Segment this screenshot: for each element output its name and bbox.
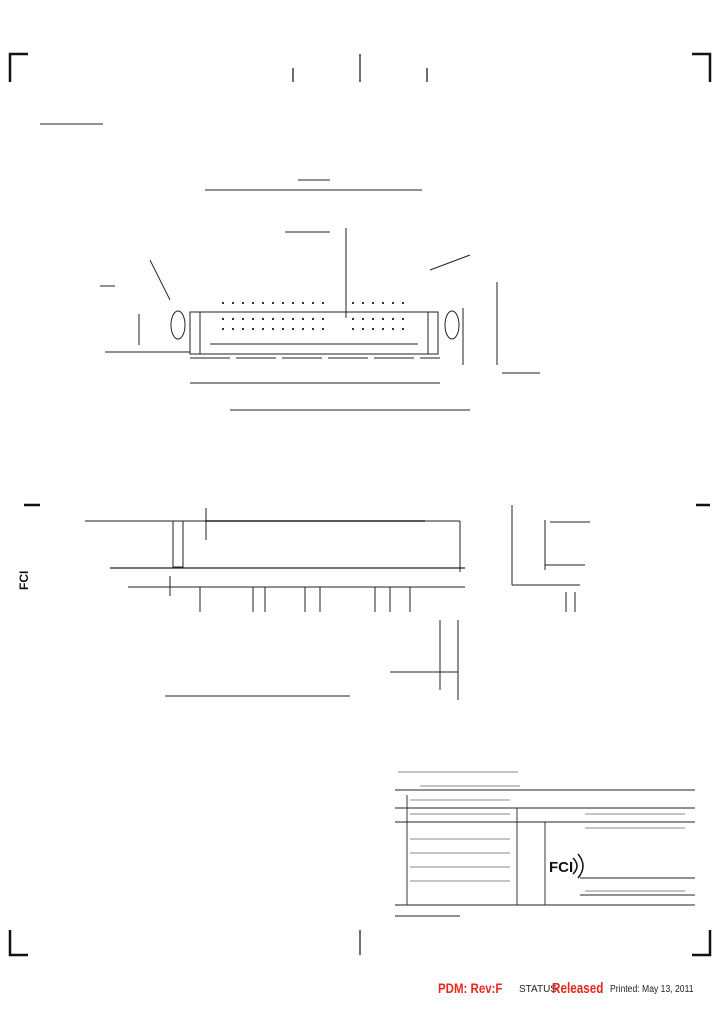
status-label: STATUS: — [519, 984, 560, 995]
corner-mark-top-left — [8, 52, 28, 82]
status-value: Released — [552, 980, 604, 997]
pin-rows — [222, 302, 404, 330]
side-view — [85, 508, 465, 700]
svg-text:FCI: FCI — [549, 859, 573, 876]
title-block — [395, 789, 695, 917]
corner-mark-bottom-left — [8, 930, 28, 957]
end-view — [511, 505, 590, 612]
fci-logo-title-block: FCI — [549, 853, 584, 879]
corner-mark-bottom-right — [692, 930, 712, 957]
svg-text:FCI: FCI — [17, 571, 31, 590]
fci-logo-left-margin: FCI — [17, 571, 31, 590]
top-view — [40, 123, 540, 411]
pdm-revision: PDM: Rev:F — [438, 980, 503, 996]
corner-mark-top-right — [692, 52, 712, 82]
title-block-faint-text — [398, 771, 685, 892]
printed-date: Printed: May 13, 2011 — [610, 984, 694, 995]
footer: PDM: Rev:F STATUS: Released Printed: May… — [0, 980, 720, 1004]
